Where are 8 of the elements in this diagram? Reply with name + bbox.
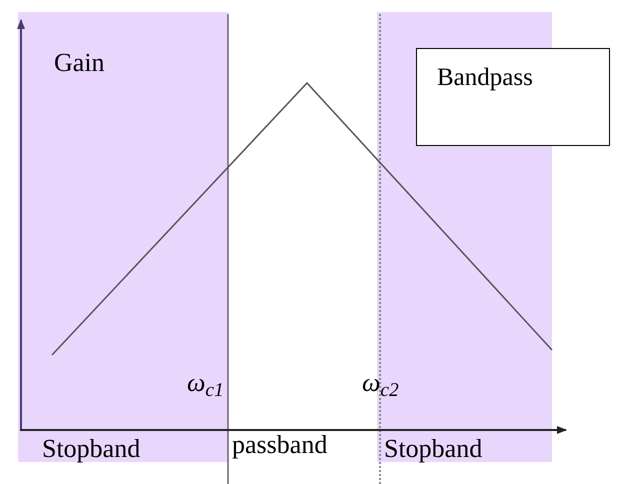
axis-label: Stopband <box>384 436 482 462</box>
axis-label: passband <box>232 432 328 458</box>
axis-label: Stopband <box>42 436 140 462</box>
axis-label: ω$_{c2}$ <box>362 370 399 396</box>
axis-label: ω$_{c1}$ <box>187 370 224 396</box>
axis-label: Gain <box>54 50 105 76</box>
title-text: Bandpass <box>437 65 533 90</box>
title-box <box>416 48 610 146</box>
